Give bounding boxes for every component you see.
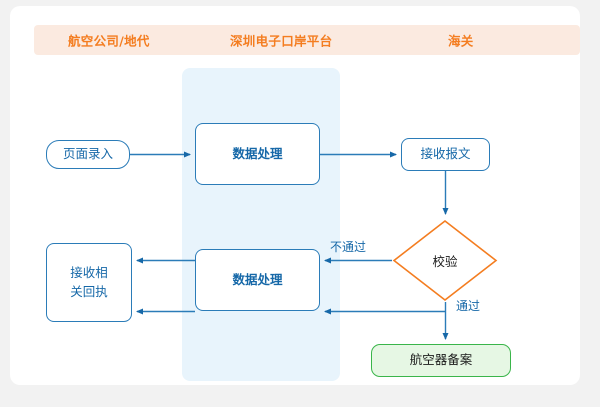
swimlane-band-platform — [182, 68, 340, 381]
edge-label-fail: 不通过 — [330, 240, 367, 254]
flowchart-card: 航空公司/地代 深圳电子口岸平台 海关 — [10, 6, 580, 385]
node-page-entry-label: 页面录入 — [62, 146, 113, 162]
node-verify-label: 校验 — [432, 254, 458, 269]
lane-title-airline: 航空公司/地代 — [68, 33, 150, 49]
node-page-entry[interactable]: 页面录入 — [46, 140, 130, 169]
diamond-shape-icon — [392, 219, 498, 302]
edge-label-pass: 通过 — [456, 299, 481, 313]
node-receive-message[interactable]: 接收报文 — [401, 138, 490, 171]
swimlane-header-bar: 航空公司/地代 深圳电子口岸平台 海关 — [34, 25, 580, 55]
node-aircraft-record[interactable]: 航空器备案 — [371, 344, 511, 377]
node-data-processing-2-label: 数据处理 — [232, 271, 283, 287]
node-verify-decision[interactable]: 校验 — [392, 219, 498, 302]
node-data-processing-1-label: 数据处理 — [232, 145, 283, 161]
lane-title-customs: 海关 — [448, 33, 474, 49]
node-data-processing-1[interactable]: 数据处理 — [195, 123, 320, 185]
node-data-processing-2[interactable]: 数据处理 — [195, 249, 320, 311]
node-receive-receipt-label-line2: 关回执 — [70, 283, 108, 299]
node-receive-message-label: 接收报文 — [420, 146, 471, 162]
node-aircraft-record-label: 航空器备案 — [409, 352, 473, 368]
node-receive-receipt-label-line1: 接收相 — [70, 265, 108, 281]
node-receive-receipt[interactable]: 接收相 关回执 — [46, 243, 132, 322]
lane-title-platform: 深圳电子口岸平台 — [230, 33, 333, 49]
